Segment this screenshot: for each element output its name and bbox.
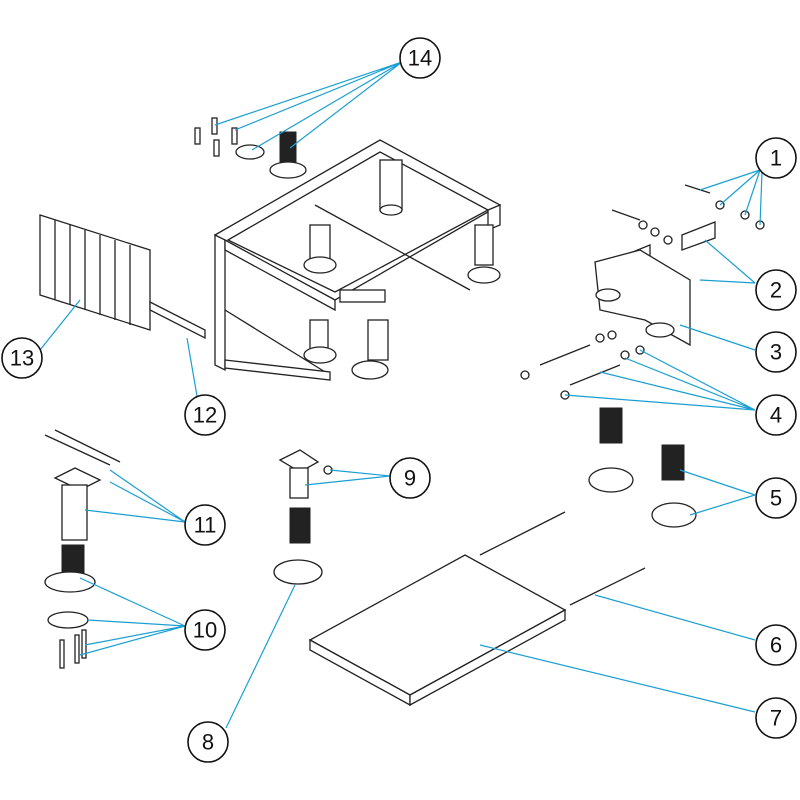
part-12-bar	[149, 300, 206, 340]
callout-1: 1	[755, 137, 797, 179]
callout-11: 11	[184, 504, 226, 546]
part-4-bolts-nuts	[520, 330, 645, 400]
callout-7: 7	[755, 697, 797, 739]
callout-5: 5	[755, 477, 797, 519]
part-9-leg-with-clamp	[278, 449, 333, 499]
callout-label: 3	[770, 340, 782, 365]
callout-12: 12	[184, 394, 226, 436]
part-6-rails	[479, 511, 646, 606]
callout-13: 13	[1, 337, 43, 379]
callout-8: 8	[187, 721, 229, 763]
callout-14: 14	[399, 37, 441, 79]
part-3-cross-member	[594, 249, 691, 347]
callout-label: 4	[770, 403, 782, 428]
callout-4: 4	[755, 394, 797, 436]
callout-9: 9	[389, 457, 431, 499]
part-13-side-grating	[39, 214, 151, 331]
callout-label: 7	[770, 706, 782, 731]
callout-label: 5	[770, 486, 782, 511]
callout-label: 1	[770, 146, 782, 171]
callout-label: 9	[404, 466, 416, 491]
callout-label: 10	[193, 618, 217, 643]
part-5-adjustable-feet	[588, 407, 697, 528]
callout-label: 11	[194, 513, 217, 538]
leader-lines	[39, 61, 763, 729]
callout-label: 12	[193, 403, 217, 428]
part-8-adjustable-foot	[273, 507, 323, 585]
callout-label: 6	[770, 633, 782, 658]
part-10-base-plate-and-bolts	[44, 544, 96, 669]
part-11-leg-and-bolts	[44, 429, 121, 541]
part-7-floor-grating	[308, 554, 567, 707]
callout-2: 2	[755, 269, 797, 311]
callout-3: 3	[755, 331, 797, 373]
callout-10: 10	[184, 609, 226, 651]
part-14-foot-and-bolts	[194, 117, 307, 179]
main-frame-assembly	[213, 139, 502, 381]
callout-label: 8	[202, 730, 214, 755]
callout-6: 6	[755, 624, 797, 666]
callout-label: 2	[770, 278, 782, 303]
callout-label: 14	[408, 46, 432, 71]
callout-label: 13	[10, 346, 34, 371]
